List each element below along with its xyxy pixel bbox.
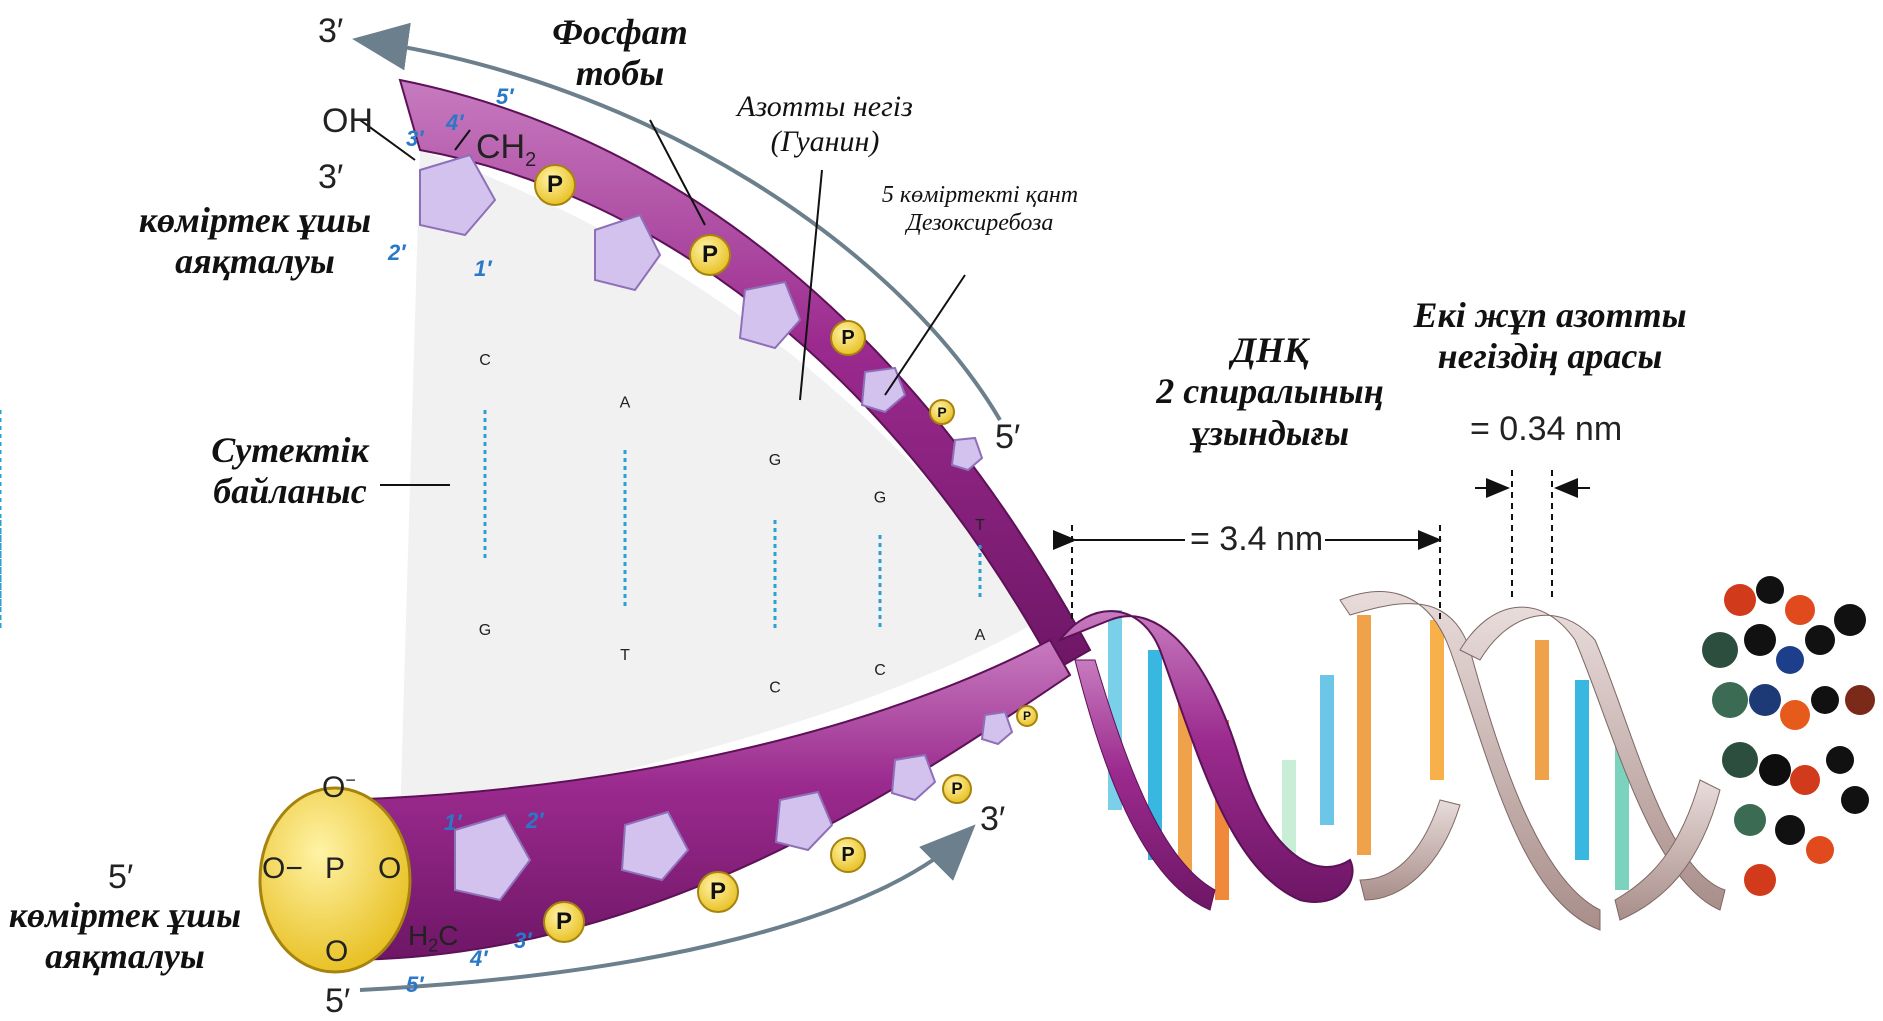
helix-length-value: = 3.4 nm (1190, 520, 1323, 559)
h2c-h: H (408, 920, 428, 951)
phosphate-p-letter: P (698, 872, 738, 912)
phosphate-group-label-line2: тобы (540, 53, 700, 94)
base-letter: A (620, 395, 631, 412)
right-5prime-mark: 5′ (995, 418, 1020, 457)
helix-rung (1357, 615, 1371, 855)
carbon-5prime-top: 5′ (496, 84, 514, 110)
helix-rung (1535, 640, 1549, 780)
base-letter: G (874, 490, 886, 507)
phosphate-group-label-line1: Фосфат (540, 12, 700, 53)
five-prime-end-label-line2: аяқталуы (0, 936, 250, 977)
hydrogen-bond-label-line2: байланыс (200, 471, 380, 512)
hydrogen-bond-label-line1: Сутектік (200, 430, 380, 471)
base-letter: G (769, 452, 781, 469)
pair-distance-value: = 0.34 nm (1470, 410, 1622, 449)
pair-distance-label-line2: негіздің арасы (1400, 336, 1700, 377)
carbon-2prime-bottom: 2′ (526, 808, 544, 834)
base-letter: A (975, 627, 986, 644)
base-letter: C (479, 352, 491, 369)
h2c-c: C (438, 920, 458, 951)
phosphate-p-letter: P (943, 775, 971, 803)
three-prime-end-label-line2: аяқталуы (130, 241, 380, 282)
phosphate-o-top: O− (322, 770, 356, 805)
carbon-1prime-bottom: 1′ (444, 810, 462, 836)
hydrogen-bond-label: Сутектік байланыс (200, 430, 380, 513)
left-3prime-mark: 3′ (318, 158, 343, 197)
phosphate-p-letter: P (930, 400, 954, 424)
sugar-pentagon (892, 755, 935, 800)
phosphate-p-letter: P (690, 235, 730, 275)
phosphate-p-letter: P (535, 165, 575, 205)
helix-length-label-line2: 2 спиралының (1140, 371, 1400, 412)
pair-distance-label: Екі жұп азотты негіздің арасы (1400, 295, 1700, 378)
sugar-pentagon (952, 438, 982, 470)
ch2-text: CH (476, 128, 525, 166)
top-left-3prime-mark: 3′ (318, 12, 343, 51)
pair-distance-label-line1: Екі жұп азотты (1400, 295, 1700, 336)
helix-length-label-line1: ДНҚ (1140, 330, 1400, 371)
phosphate-o-top-charge: − (345, 770, 356, 790)
base-letter: C (874, 662, 886, 679)
phosphate-o-right: O (378, 852, 401, 886)
bottom-5prime-mark: 5′ (325, 982, 350, 1021)
three-prime-end-label: көміртек ұшы аяқталуы (130, 200, 380, 283)
phosphate-o-top-letter: O (322, 771, 345, 804)
phosphate-p-letter: P (1017, 706, 1037, 726)
phosphate-o-bottom: O (325, 935, 348, 969)
sugar-label: 5 көміртекті қант Дезоксиребоза (860, 182, 1100, 237)
nitrogen-base-label: Азотты негіз (Гуанин) (710, 90, 940, 159)
phosphate-p: P (325, 852, 345, 886)
carbon-4prime-bottom: 4′ (470, 946, 488, 972)
base-letter: C (769, 680, 781, 697)
phosphate-p-letter: P (544, 902, 584, 942)
nitrogen-base-label-line1: Азотты негіз (710, 90, 940, 125)
three-prime-end-label-line1: көміртек ұшы (130, 200, 380, 241)
five-prime-end-label-line1: көміртек ұшы (0, 895, 250, 936)
carbon-4prime-top: 4′ (446, 110, 464, 136)
h2c-label: H2C (408, 920, 458, 957)
sugar-label-line1: 5 көміртекті қант (860, 182, 1100, 210)
base-letter: T (975, 517, 985, 534)
phosphate-p-letter: P (831, 838, 865, 872)
h2c-subscript: 2 (428, 936, 438, 956)
helix-length-label-line3: ұзындығы (1140, 413, 1400, 454)
oh-label: OH (322, 102, 373, 141)
back-strand (1360, 800, 1460, 900)
right-3prime-mark: 3′ (980, 800, 1005, 839)
base-letter: T (620, 647, 630, 664)
ch2-label: CH2 (476, 128, 536, 172)
carbon-3prime-top: 3′ (406, 126, 424, 152)
helix-rung (1575, 680, 1589, 860)
left-5prime-mark: 5′ (108, 858, 133, 897)
phosphate-o-left: O− (262, 852, 303, 886)
nitrogen-base-label-line2: (Гуанин) (710, 125, 940, 160)
carbon-5prime-bottom: 5′ (406, 972, 424, 998)
base-letter: G (479, 622, 491, 639)
carbon-3prime-bottom: 3′ (514, 928, 532, 954)
phosphate-group-label: Фосфат тобы (540, 12, 700, 95)
carbon-2prime-top: 2′ (388, 240, 406, 266)
helix-rung (1320, 675, 1334, 825)
phosphate-p-letter: P (831, 321, 865, 355)
helix-length-label: ДНҚ 2 спиралының ұзындығы (1140, 330, 1400, 454)
atom-model (1702, 576, 1875, 896)
helix-rung (1430, 620, 1444, 780)
double-helix (1060, 576, 1875, 930)
five-prime-end-label: көміртек ұшы аяқталуы (0, 895, 250, 978)
sugar-pentagon (982, 712, 1012, 744)
sugar-label-line2: Дезоксиребоза (860, 210, 1100, 238)
carbon-1prime-top: 1′ (474, 256, 492, 282)
